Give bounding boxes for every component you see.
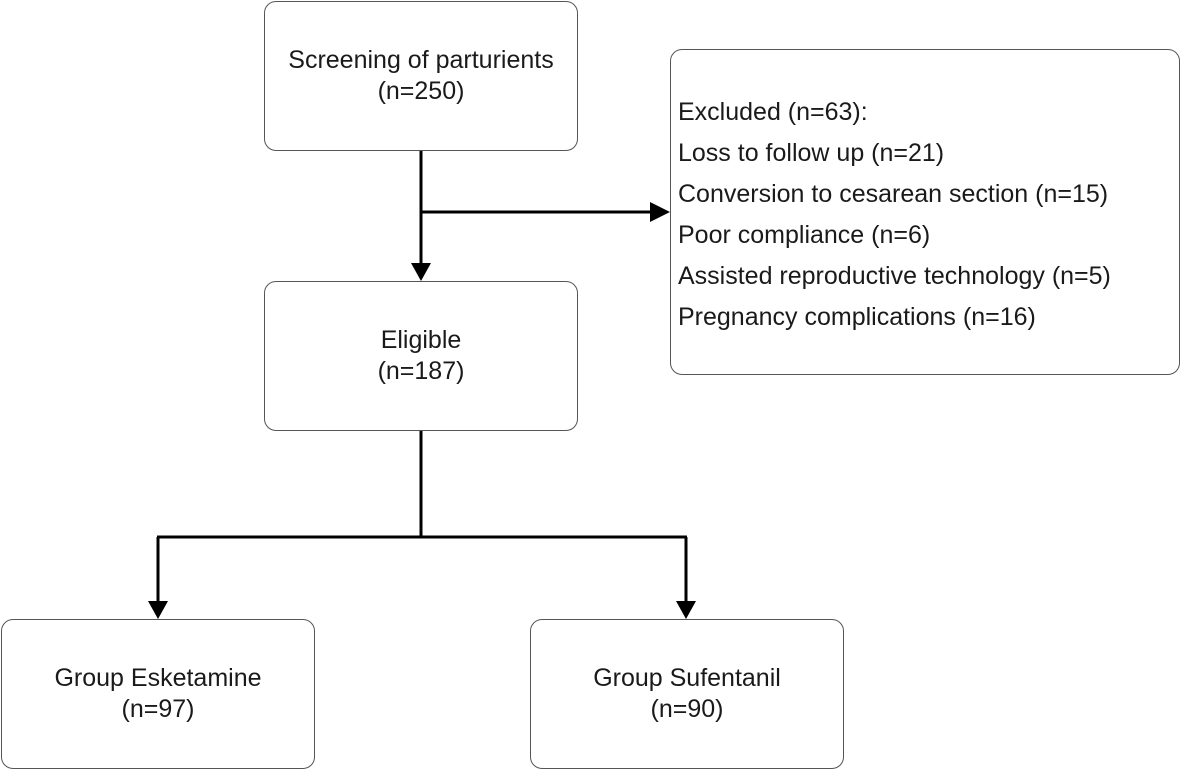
excluded-box: Excluded (n=63): Loss to follow up (n=21… <box>670 49 1180 375</box>
group-esketamine-title: Group Esketamine <box>54 664 262 692</box>
group-esketamine-box: Group Esketamine (n=97) <box>1 619 315 769</box>
screening-title: Screening of parturients <box>288 46 554 74</box>
arrowhead-eligible <box>411 263 431 281</box>
excluded-reason-complications: Pregnancy complications (n=16) <box>678 303 1036 331</box>
group-esketamine-count: (n=97) <box>121 695 195 723</box>
group-sufentanil-box: Group Sufentanil (n=90) <box>530 619 844 769</box>
group-sufentanil-title: Group Sufentanil <box>593 664 781 692</box>
excluded-header: Excluded (n=63): <box>678 98 868 126</box>
group-sufentanil-count: (n=90) <box>650 695 724 723</box>
excluded-reason-cesarean: Conversion to cesarean section (n=15) <box>678 180 1109 208</box>
screening-count: (n=250) <box>377 77 465 105</box>
excluded-reason-compliance: Poor compliance (n=6) <box>678 221 931 249</box>
arrowhead-esketamine <box>148 601 168 619</box>
excluded-reason-art: Assisted reproductive technology (n=5) <box>678 262 1111 290</box>
eligible-box: Eligible (n=187) <box>264 281 578 431</box>
arrowhead-sufentanil <box>676 601 696 619</box>
eligible-count: (n=187) <box>377 357 465 385</box>
excluded-reason-loss: Loss to follow up (n=21) <box>678 139 945 167</box>
arrowhead-excluded <box>650 202 670 222</box>
eligible-title: Eligible <box>380 326 462 354</box>
screening-box: Screening of parturients (n=250) <box>264 1 578 151</box>
